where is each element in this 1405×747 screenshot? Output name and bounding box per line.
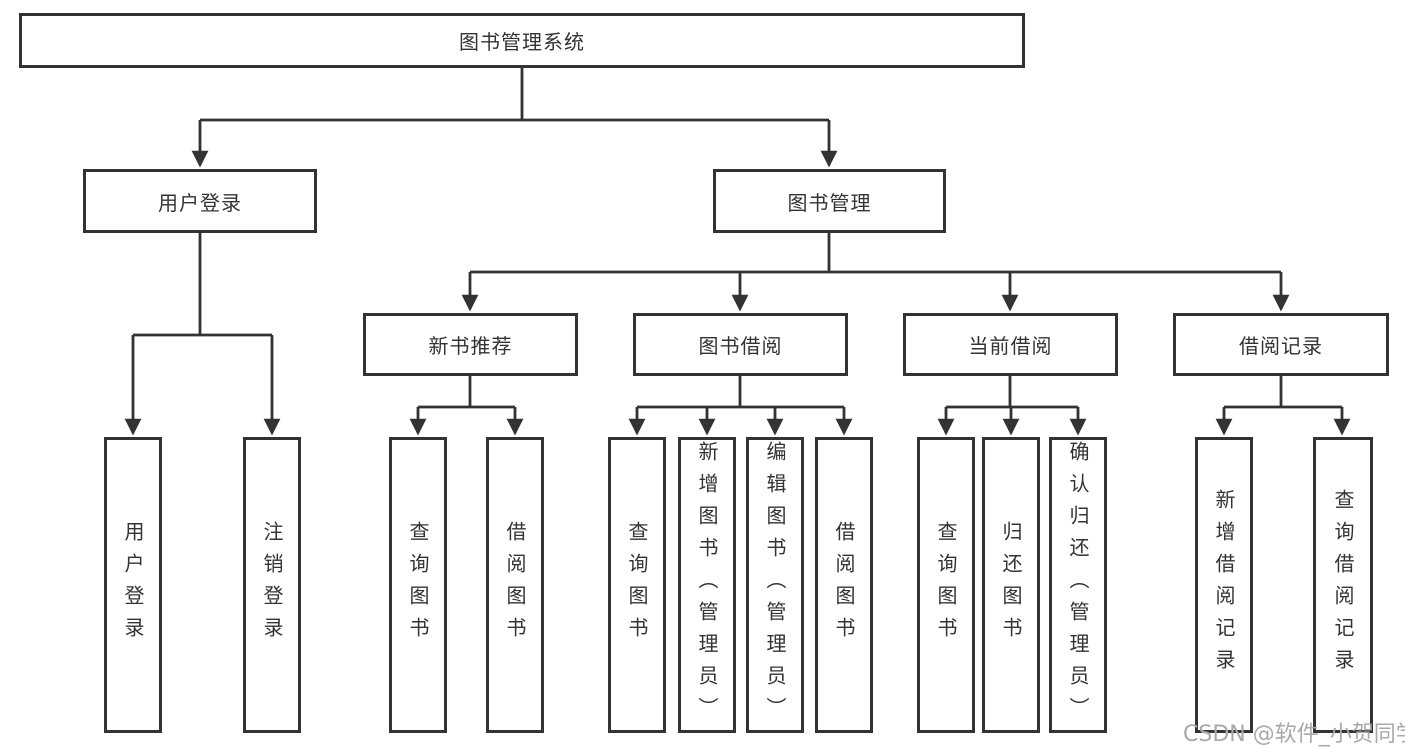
node-book-management-label: 图书管理 — [787, 190, 872, 215]
node-root: 图书管理系统 — [19, 13, 1025, 68]
leaf-label: 查询图书 — [625, 521, 649, 649]
node-borrow-records-label: 借阅记录 — [1239, 334, 1323, 358]
leaf-query-books-3: 查询图书 — [917, 437, 975, 733]
leaf-user-login: 用户登录 — [104, 437, 162, 733]
leaf-label: 用户登录 — [121, 521, 145, 649]
node-user-login-label: 用户登录 — [158, 190, 242, 215]
node-new-book-recommend: 新书推荐 — [363, 313, 578, 376]
leaf-label: 查询图书 — [406, 521, 430, 649]
csdn-watermark: CSDN @软件_小贺同学 — [1183, 722, 1405, 747]
leaf-label: 查询图书 — [934, 521, 958, 649]
leaf-label: 编辑图书（管理员） — [763, 441, 787, 729]
leaf-edit-books-admin: 编辑图书（管理员） — [746, 437, 804, 733]
node-current-borrow: 当前借阅 — [903, 313, 1118, 376]
leaf-return-books: 归还图书 — [982, 437, 1040, 733]
leaf-logout: 注销登录 — [243, 437, 301, 733]
leaf-label: 借阅图书 — [832, 521, 856, 649]
node-user-login: 用户登录 — [83, 169, 317, 233]
node-book-borrow-label: 图书借阅 — [698, 334, 783, 358]
leaf-label: 借阅图书 — [503, 521, 527, 649]
node-borrow-records: 借阅记录 — [1173, 313, 1389, 376]
node-book-borrow: 图书借阅 — [633, 313, 848, 376]
node-new-book-recommend-label: 新书推荐 — [428, 334, 513, 358]
leaf-add-borrow-record: 新增借阅记录 — [1195, 437, 1253, 733]
leaf-add-books-admin: 新增图书（管理员） — [678, 437, 736, 733]
node-book-management: 图书管理 — [713, 169, 946, 233]
leaf-label: 查询借阅记录 — [1331, 489, 1355, 681]
leaf-confirm-return-admin: 确认归还（管理员） — [1049, 437, 1107, 733]
leaf-label: 新增借阅记录 — [1212, 489, 1236, 681]
leaf-borrow-books-1: 借阅图书 — [486, 437, 544, 733]
leaf-borrow-books-2: 借阅图书 — [815, 437, 873, 733]
node-root-label: 图书管理系统 — [459, 30, 585, 54]
leaf-query-books-2: 查询图书 — [608, 437, 666, 733]
leaf-query-books-1: 查询图书 — [389, 437, 447, 733]
leaf-label: 新增图书（管理员） — [695, 441, 719, 729]
leaf-label: 归还图书 — [999, 521, 1023, 649]
leaf-label: 注销登录 — [260, 521, 284, 649]
leaf-query-borrow-record: 查询借阅记录 — [1313, 437, 1373, 733]
node-current-borrow-label: 当前借阅 — [968, 334, 1053, 358]
leaf-label: 确认归还（管理员） — [1066, 441, 1090, 729]
